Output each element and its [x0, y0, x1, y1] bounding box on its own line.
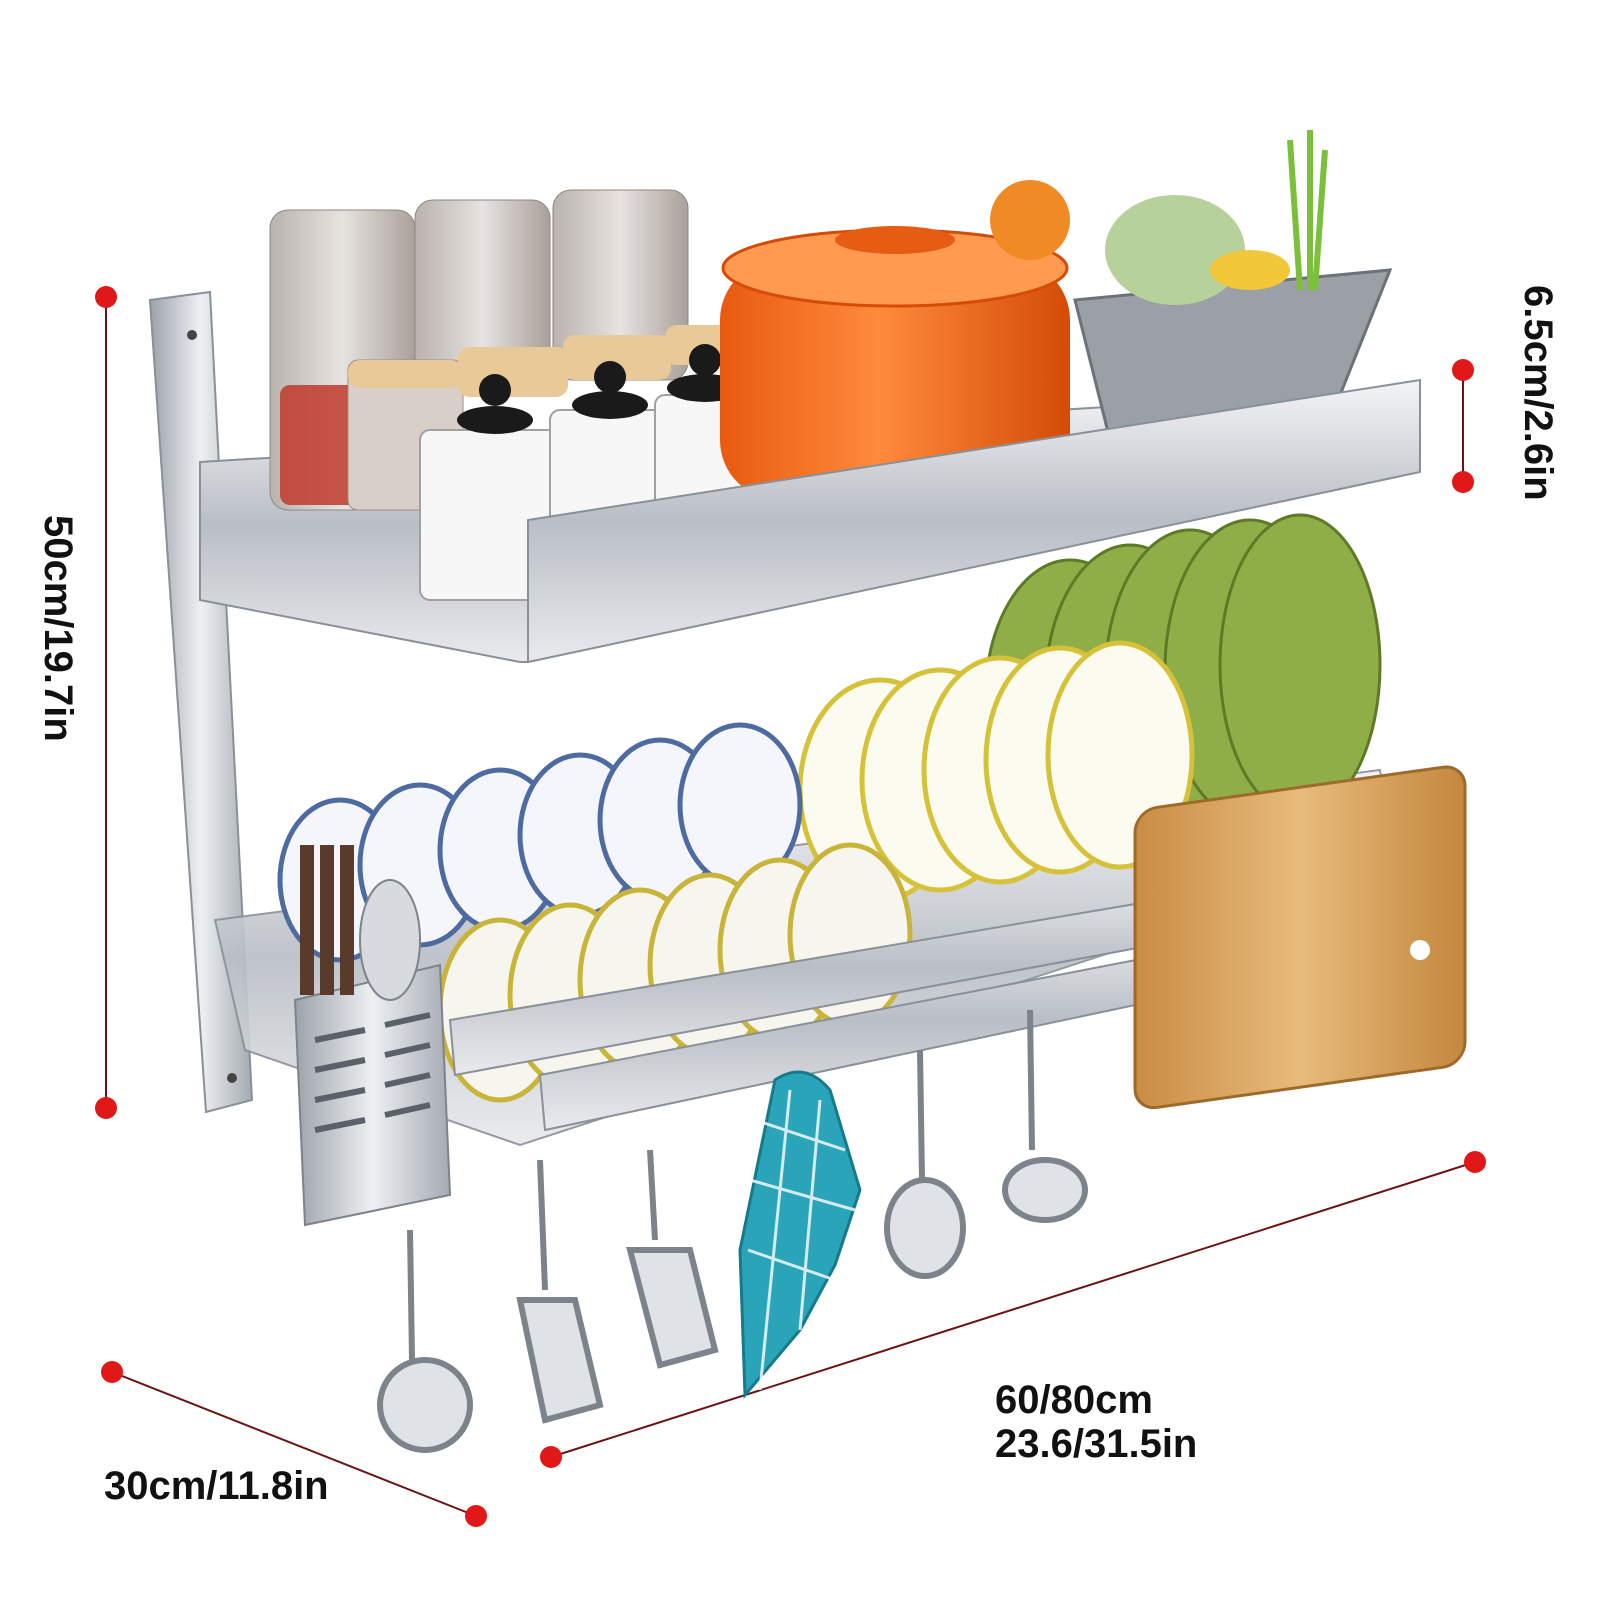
- marker-dot-width-right: [1464, 1151, 1486, 1173]
- floral-plates: [797, 640, 1195, 903]
- orange-pot: [720, 226, 1070, 500]
- width-label-in: 23.6/31.5in: [995, 1422, 1198, 1466]
- depth-dimension-label: 30cm/11.8in: [104, 1464, 329, 1508]
- hanging-utensils: [377, 1009, 1088, 1453]
- marker-dot-height-bottom: [95, 1097, 117, 1119]
- upper-front-rail: [527, 378, 1421, 664]
- dimension-lines: [105, 297, 1476, 1517]
- marker-dot-height-top: [95, 286, 117, 308]
- wall-bracket: [148, 290, 254, 1114]
- height-dimension-label: 50cm/19.7in: [36, 515, 80, 742]
- width-label-cm: 60/80cm: [995, 1378, 1153, 1422]
- marker-dot-depth-left: [101, 1361, 123, 1383]
- cutting-board: [1133, 765, 1467, 1110]
- kitchen-towel: [738, 1070, 862, 1399]
- marker-dot-rail-bottom: [1452, 471, 1474, 493]
- rail-height-dimension-label: 6.5cm/2.6in: [1516, 285, 1560, 501]
- cutlery-holder: [293, 845, 452, 1227]
- marker-dot-width-left: [540, 1446, 562, 1468]
- dimension-markers: [95, 286, 1486, 1527]
- marker-dot-depth-right: [465, 1505, 487, 1527]
- width-dimension-label: 60/80cm 23.6/31.5in: [995, 1378, 1197, 1466]
- marker-dot-rail-top: [1452, 359, 1474, 381]
